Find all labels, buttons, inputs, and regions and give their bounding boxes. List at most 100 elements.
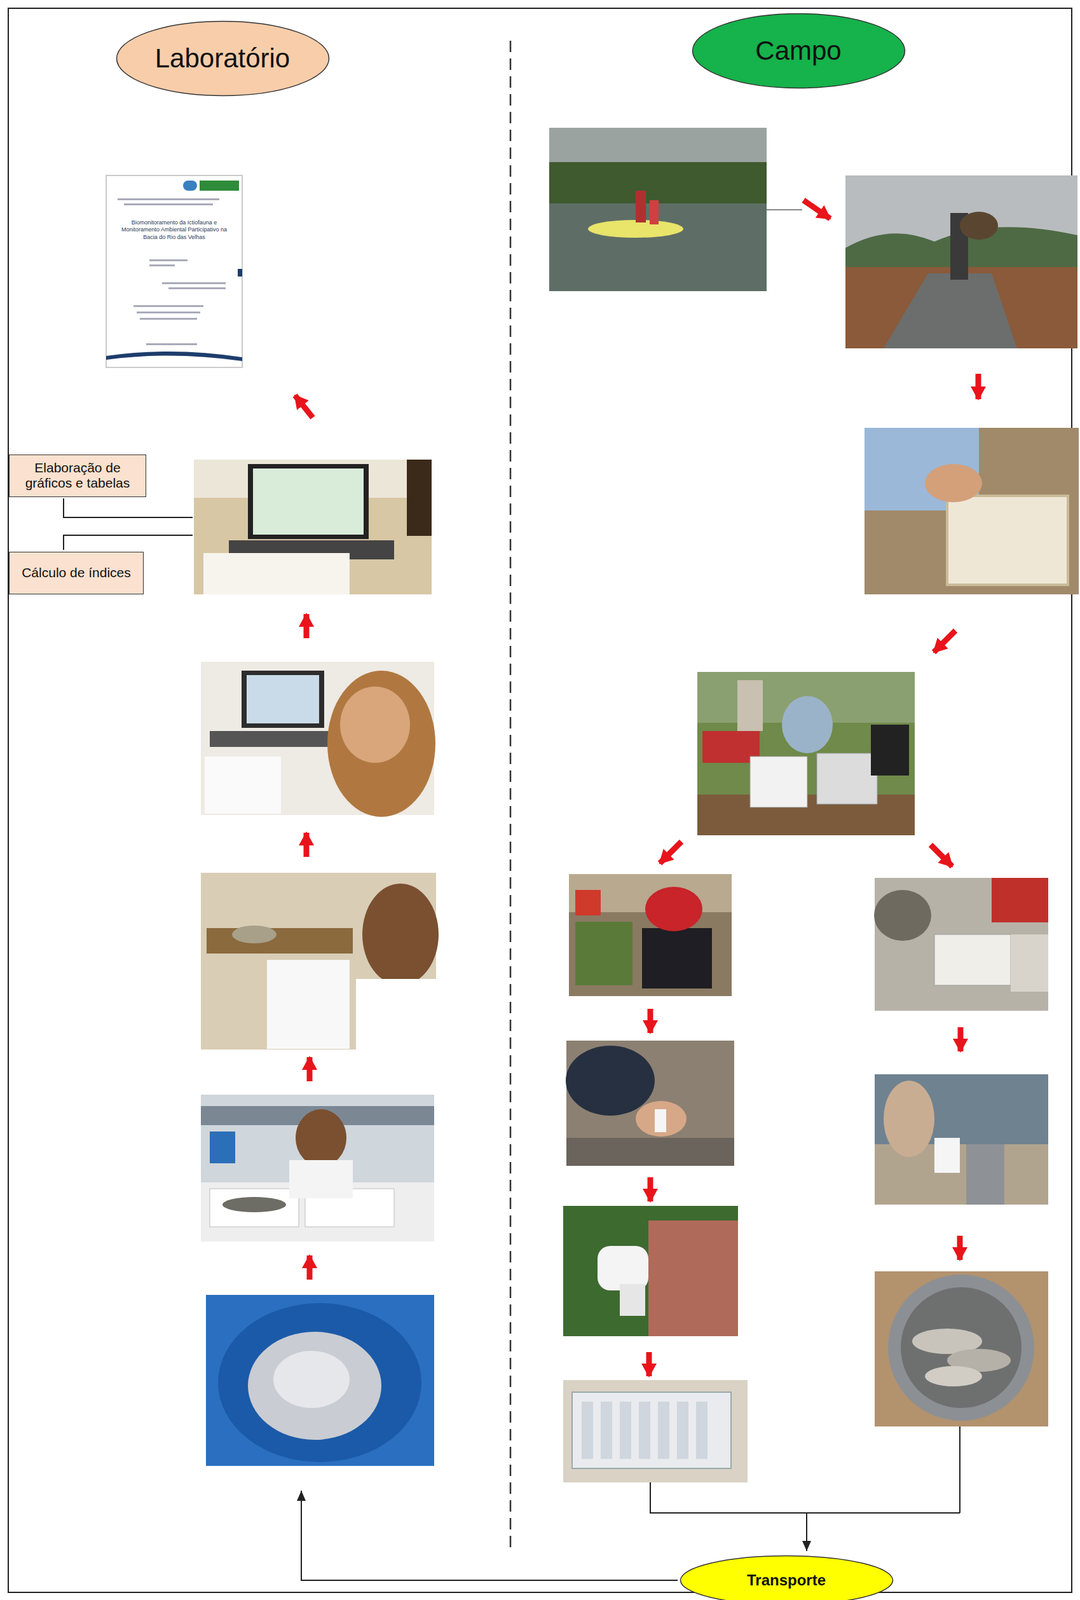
photo-tissue-sampling xyxy=(575,889,601,916)
transport-line xyxy=(301,1426,960,1581)
photo-vial-rack xyxy=(563,1380,748,1483)
photo-vial-rack xyxy=(563,1380,748,1483)
photo-field-sorting xyxy=(697,671,915,836)
flow-arrow xyxy=(930,844,953,867)
photo-fish-measuring xyxy=(206,928,353,954)
photo-sample-vial xyxy=(563,1205,739,1337)
leader-line xyxy=(63,498,193,518)
report-document xyxy=(237,268,243,277)
photo-data-entry xyxy=(209,731,337,747)
flow-arrow xyxy=(303,614,310,639)
photo-labeling-tube xyxy=(565,1045,655,1116)
photo-data-entry xyxy=(246,675,320,724)
photo-data-entry xyxy=(200,661,436,817)
photo-sample-vial xyxy=(648,1220,739,1337)
photo-labeling-tube xyxy=(566,1040,735,1166)
photo-fish-drum xyxy=(900,1287,1022,1409)
photo-data-entry xyxy=(204,756,281,814)
step-box: Elaboração de gráficos e tabelas xyxy=(8,454,147,498)
flow-arrow xyxy=(933,630,956,653)
photo-river-net xyxy=(649,200,659,225)
ellipse-outline xyxy=(116,21,329,96)
report-document xyxy=(162,282,226,285)
flow-arrow xyxy=(803,200,831,219)
flow-arrow xyxy=(303,832,310,857)
photo-boat-net xyxy=(845,175,1078,349)
report-document xyxy=(133,305,204,308)
outer-frame xyxy=(509,40,512,1552)
transport-ellipse: Transporte xyxy=(679,1554,894,1600)
photo-lab-sorting xyxy=(222,1196,287,1213)
report-document xyxy=(106,175,243,368)
photo-data-entry xyxy=(241,670,325,728)
photo-boat-net xyxy=(845,175,1078,349)
photo-data-entry xyxy=(340,686,411,763)
ellipse-outline xyxy=(692,13,905,89)
report-document xyxy=(123,203,213,206)
photo-laptop-tables xyxy=(193,459,432,595)
photo-fish-handling xyxy=(864,427,1079,595)
photo-tagging xyxy=(874,877,1049,1011)
report-document xyxy=(136,311,201,314)
photo-bucket xyxy=(247,1331,382,1440)
photo-sample-vial xyxy=(597,1245,649,1291)
flow-arrow xyxy=(957,1235,964,1260)
report-document xyxy=(199,180,240,191)
step-box: Cálculo de índices xyxy=(8,551,144,595)
photo-fish-handling xyxy=(947,495,1068,585)
photo-fish-drum xyxy=(874,1271,1049,1427)
photo-vial-rack xyxy=(600,1401,613,1459)
report-document xyxy=(149,259,188,262)
photo-river-net xyxy=(549,127,767,292)
report-document xyxy=(139,317,198,320)
transport-line xyxy=(959,1426,961,1513)
photo-sample-vial xyxy=(619,1284,646,1316)
photo-laptop-tables xyxy=(193,459,432,595)
flow-arrow xyxy=(649,200,979,1377)
photo-vial-rack xyxy=(581,1401,594,1459)
photo-labeling-tube xyxy=(565,1040,735,1166)
node-text: Transporte xyxy=(746,1571,826,1590)
photo-lab-sorting xyxy=(200,1094,435,1242)
photo-tissue-sampling xyxy=(568,874,732,997)
photo-formalin xyxy=(966,1144,1005,1205)
flow-arrow xyxy=(647,1177,654,1202)
photo-laptop-tables xyxy=(247,464,369,540)
report-document xyxy=(183,180,198,191)
flow-arrow xyxy=(766,209,803,211)
photo-tagging xyxy=(874,889,932,941)
photo-field-sorting xyxy=(870,724,910,776)
photo-fish-measuring xyxy=(200,872,439,1050)
photo-vial-rack xyxy=(572,1392,732,1469)
photo-data-entry xyxy=(327,670,436,817)
photo-vial-rack xyxy=(619,1401,632,1459)
photo-tissue-sampling xyxy=(568,874,732,997)
flow-arrow xyxy=(659,841,682,864)
photo-river-net xyxy=(549,162,767,207)
node-text: Laboratório xyxy=(155,43,290,74)
report-document xyxy=(149,264,175,267)
photo-bucket xyxy=(218,1303,422,1463)
section-ellipse: Campo xyxy=(691,12,906,89)
photo-lab-sorting xyxy=(295,1109,347,1167)
photo-laptop-tables xyxy=(252,468,364,535)
photo-lab-sorting xyxy=(209,1188,299,1227)
photo-vial-rack xyxy=(676,1401,689,1459)
photo-bucket xyxy=(273,1350,350,1409)
node-text: Cálculo de índices xyxy=(21,565,131,581)
transport-line xyxy=(301,1490,678,1581)
photo-field-sorting xyxy=(816,753,878,805)
flow-arrow xyxy=(307,1255,313,1280)
document-title: Biomonitoramento da Ictiofauna e Monitor… xyxy=(114,219,234,241)
transport-line xyxy=(650,1482,960,1513)
photo-tissue-sampling xyxy=(645,886,703,932)
photo-tissue-sampling xyxy=(642,928,712,989)
photo-tissue-sampling xyxy=(575,921,633,986)
photo-lab-sorting xyxy=(200,1094,435,1242)
photo-fish-measuring xyxy=(266,959,350,1049)
report-document xyxy=(106,351,243,362)
report-document xyxy=(106,175,243,368)
flow-arrow xyxy=(294,395,313,418)
photo-field-sorting xyxy=(697,671,915,836)
photo-fish-measuring xyxy=(362,883,439,986)
